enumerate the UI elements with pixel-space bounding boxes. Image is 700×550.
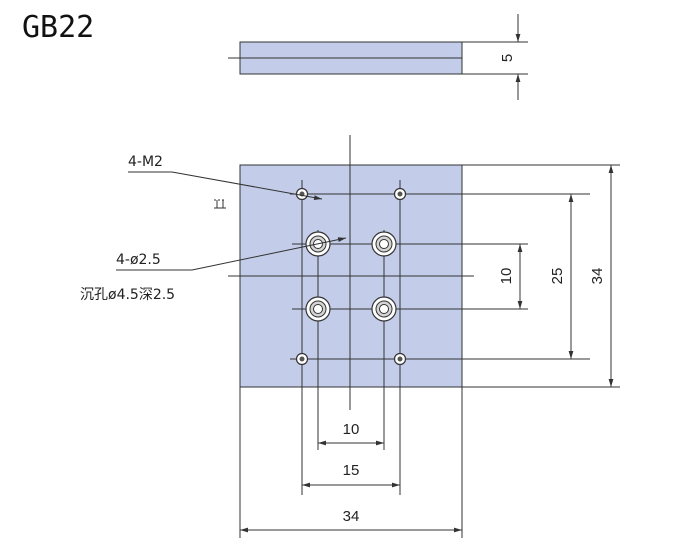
note-tapped-holes: 4-M2 [128,154,163,170]
thread-symbol-icon [214,199,226,209]
counterbore-hole [371,296,397,322]
note-counterbore: 沉孔ø4.5深2.5 [80,287,175,303]
height-total-label: 34 [589,268,606,285]
vertical-inner-spacing-label: 10 [498,268,515,285]
m2-hole [393,187,407,201]
leader-tapped-holes-arrow [171,171,323,200]
right-dimensions: 34 25 10 [462,164,620,388]
horizontal-outer-spacing-label: 15 [343,462,360,479]
counterbore-hole [371,231,397,257]
side-view: 5 [228,14,528,100]
m2-hole [393,352,407,366]
bottom-dimensions: 10 15 34 [239,387,463,538]
horizontal-inner-spacing-label: 10 [343,421,360,438]
top-view [228,135,590,495]
thickness-label: 5 [499,54,516,62]
counterbore-hole [305,296,331,322]
drawing-title: GB22 [22,10,95,45]
leader-through-holes-arrow [191,237,347,271]
width-total-label: 34 [343,508,360,525]
leader-notes: 4-M2 4-ø2.5 沉孔ø4.5深2.5 [80,154,347,303]
m2-hole [295,352,309,366]
note-through-holes: 4-ø2.5 [116,252,161,268]
vertical-outer-spacing-label: 25 [549,268,566,285]
m2-hole [295,187,309,201]
